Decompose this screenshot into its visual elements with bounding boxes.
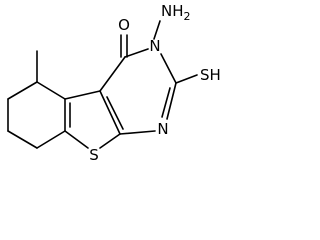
thiol-label: SH — [200, 66, 221, 84]
bond-c2-sh — [175, 74, 198, 84]
amino-label: NH2 — [161, 2, 191, 23]
bond-c5a-c4a — [64, 90, 101, 100]
amino-subscript: 2 — [184, 10, 191, 23]
bond-n3-c2 — [160, 53, 177, 84]
bond-c8-c8a — [36, 130, 66, 149]
ring-nitrogen-1-label: N — [157, 120, 168, 138]
bond-c4a-c9a — [99, 90, 121, 135]
bond-c2-n1 — [166, 82, 177, 120]
bond-c7-c8 — [7, 130, 38, 149]
bond-c5-c6 — [7, 81, 38, 100]
bond-s-c9a — [99, 133, 121, 149]
bond-c4a-c9a-inner — [106, 96, 124, 130]
oxygen-label: O — [118, 16, 130, 34]
bond-n3-nh2 — [153, 20, 161, 40]
bonds — [7, 20, 198, 149]
bond-n1-c9a — [119, 130, 156, 135]
atom-labels: NH2 O N SH N S — [89, 2, 221, 164]
bond-c5-c5a — [36, 81, 66, 100]
thiophene-sulfur-label: S — [89, 146, 99, 164]
amino-text: NH — [161, 2, 184, 20]
chemical-structure: NH2 O N SH N S — [7, 2, 221, 164]
bond-c4-n3 — [124, 48, 149, 58]
bond-c4a-c4 — [99, 56, 126, 92]
bond-c2-n1-inner — [161, 87, 171, 118]
ring-nitrogen-3-label: N — [149, 37, 160, 55]
bond-c8a-s — [64, 130, 89, 149]
